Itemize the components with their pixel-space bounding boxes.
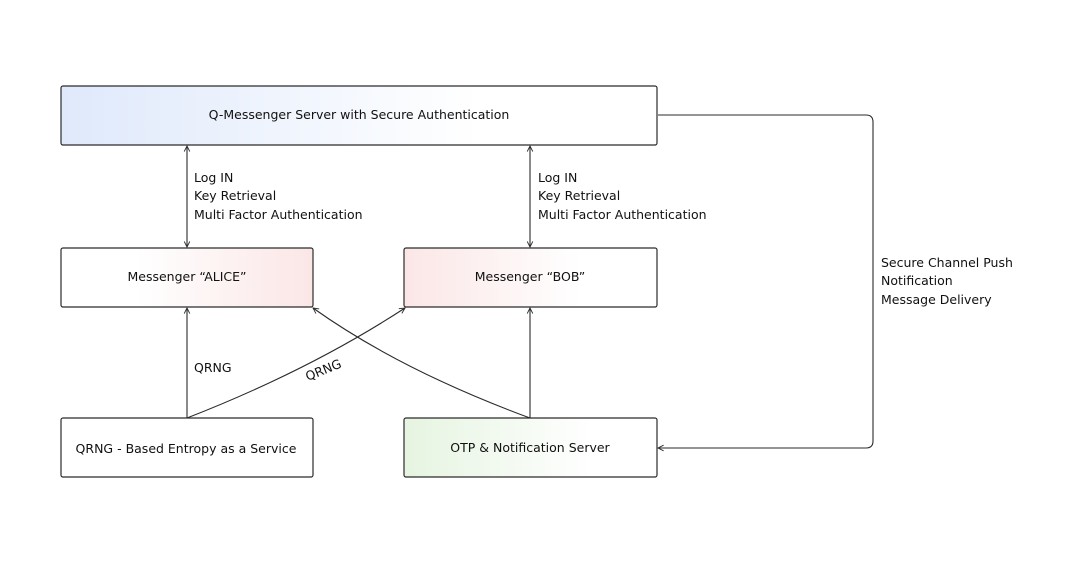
edge-label-line: Secure Channel Push [881, 255, 1013, 270]
edge-label-line: Multi Factor Authentication [194, 207, 363, 222]
edge-label-line: Key Retrieval [194, 188, 276, 203]
edge-label-server-otp: Secure Channel Push Notification Message… [881, 255, 1013, 307]
node-bob: Messenger “BOB” [403, 247, 658, 308]
node-server: Q-Messenger Server with Secure Authentic… [60, 85, 658, 146]
edge-label-line: Notification [881, 273, 953, 288]
edge-label-line: Multi Factor Authentication [538, 207, 707, 222]
node-qrng-service-label: QRNG - Based Entropy as a Service [76, 441, 297, 456]
node-otp-server-label: OTP & Notification Server [450, 440, 610, 455]
edge-label-line: Message Delivery [881, 292, 992, 307]
edge-label-server-bob: Log IN Key Retrieval Multi Factor Authen… [538, 170, 707, 222]
edge-label-qrng-bob: QRNG [303, 356, 343, 384]
node-bob-label: Messenger “BOB” [475, 269, 586, 284]
edge-label-line: Key Retrieval [538, 188, 620, 203]
edge-otp-to-alice [313, 308, 531, 419]
node-otp-server: OTP & Notification Server [403, 417, 658, 478]
edge-server-to-otp [658, 114, 874, 448]
node-alice-label: Messenger “ALICE” [127, 269, 246, 284]
node-qrng-service: QRNG - Based Entropy as a Service [60, 417, 314, 478]
node-server-label: Q-Messenger Server with Secure Authentic… [209, 107, 510, 122]
edge-label-line: Log IN [194, 170, 233, 185]
edge-label-server-alice: Log IN Key Retrieval Multi Factor Authen… [194, 170, 363, 222]
edge-label-line: Log IN [538, 170, 577, 185]
node-alice: Messenger “ALICE” [60, 247, 314, 308]
edge-qrng-to-bob [186, 308, 405, 419]
edge-label-qrng-alice: QRNG [194, 360, 232, 375]
